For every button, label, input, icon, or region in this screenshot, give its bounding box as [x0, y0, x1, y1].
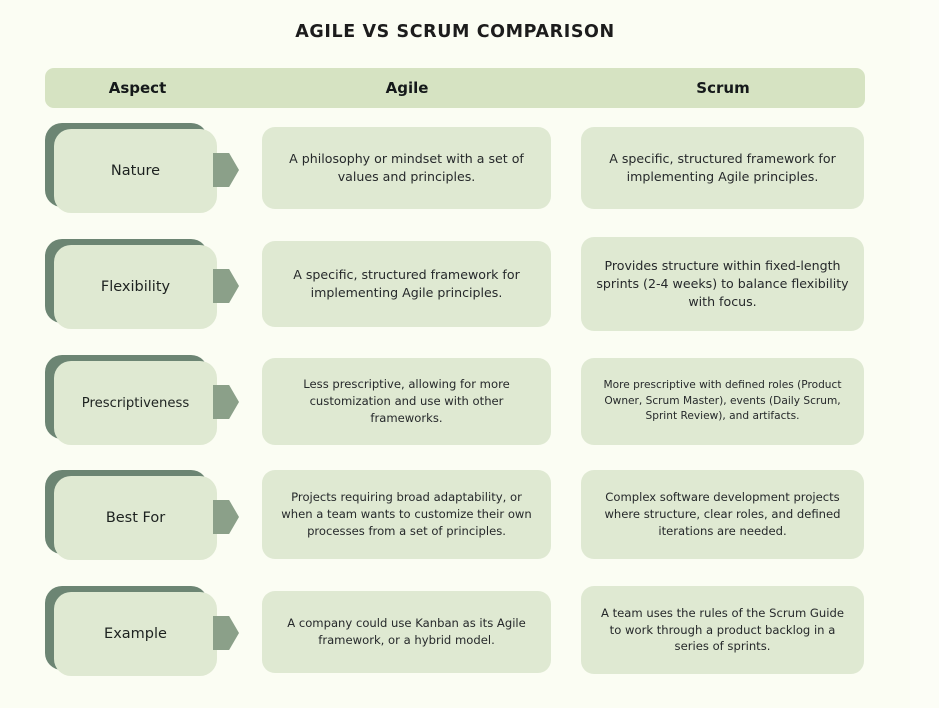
pill-face — [54, 476, 217, 560]
aspect-pill-example[interactable]: Example — [45, 586, 239, 676]
cell-agile: Projects requiring broad adaptability, o… — [262, 470, 551, 559]
aspect-label: Example — [104, 626, 167, 642]
column-header-scrum: Scrum — [696, 79, 750, 97]
cell-agile: A specific, structured framework for imp… — [262, 241, 551, 327]
aspect-pill-best-for[interactable]: Best For — [45, 470, 239, 560]
cell-scrum-text: More prescriptive with defined roles (Pr… — [603, 379, 842, 423]
aspect-label: Flexibility — [100, 279, 171, 295]
column-header-agile: Agile — [385, 79, 429, 97]
aspect-label: Nature — [110, 163, 161, 179]
cell-agile-text: Projects requiring broad adaptability, o… — [281, 490, 532, 538]
cell-agile-text: A specific, structured framework for imp… — [293, 266, 520, 300]
table-row: Best For Projects requiring broad adapta… — [0, 470, 939, 560]
table-row: Flexibility A specific, structured frame… — [0, 237, 939, 331]
aspect-label: Best For — [105, 510, 166, 526]
aspect-pill-nature[interactable]: Nature — [45, 123, 239, 213]
aspect-pill-flexibility[interactable]: Flexibility — [45, 239, 239, 329]
pill-face — [54, 361, 217, 445]
chevron-right-icon — [213, 269, 239, 303]
pill-face — [54, 592, 217, 676]
cell-agile-text: A philosophy or mindset with a set of va… — [289, 150, 524, 184]
cell-scrum: A specific, structured framework for imp… — [581, 127, 864, 209]
cell-scrum-text: Provides structure within fixed-length s… — [596, 257, 849, 310]
cell-scrum: Complex software development projects wh… — [581, 470, 864, 559]
cell-scrum-text: A team uses the rules of the Scrum Guide… — [601, 605, 844, 654]
pill-face — [54, 129, 217, 213]
page-title: AGILE VS SCRUM COMPARISON — [295, 22, 615, 42]
cell-agile-text: Less prescriptive, allowing for more cus… — [303, 377, 510, 425]
table-row: Example A company could use Kanban as it… — [0, 586, 939, 676]
chevron-right-icon — [213, 153, 239, 187]
cell-agile: A company could use Kanban as its Agile … — [262, 591, 551, 673]
cell-agile: A philosophy or mindset with a set of va… — [262, 127, 551, 209]
aspect-label: Prescriptiveness — [81, 395, 190, 411]
chevron-right-icon — [213, 500, 239, 534]
table-header-bar: Aspect Agile Scrum — [45, 68, 865, 108]
column-header-aspect: Aspect — [108, 79, 167, 97]
cell-scrum-text: A specific, structured framework for imp… — [609, 150, 836, 184]
cell-scrum-text: Complex software development projects wh… — [604, 490, 841, 538]
chevron-right-icon — [213, 385, 239, 419]
table-row: Prescriptiveness Less prescriptive, allo… — [0, 355, 939, 445]
cell-agile-text: A company could use Kanban as its Agile … — [287, 616, 526, 647]
pill-face — [54, 245, 217, 329]
cell-scrum: Provides structure within fixed-length s… — [581, 237, 864, 331]
aspect-pill-prescriptiveness[interactable]: Prescriptiveness — [45, 355, 239, 445]
cell-scrum: A team uses the rules of the Scrum Guide… — [581, 586, 864, 674]
cell-agile: Less prescriptive, allowing for more cus… — [262, 358, 551, 445]
chevron-right-icon — [213, 616, 239, 650]
cell-scrum: More prescriptive with defined roles (Pr… — [581, 358, 864, 445]
page-right-gutter — [910, 0, 939, 708]
table-row: Nature A philosophy or mindset with a se… — [0, 123, 939, 213]
